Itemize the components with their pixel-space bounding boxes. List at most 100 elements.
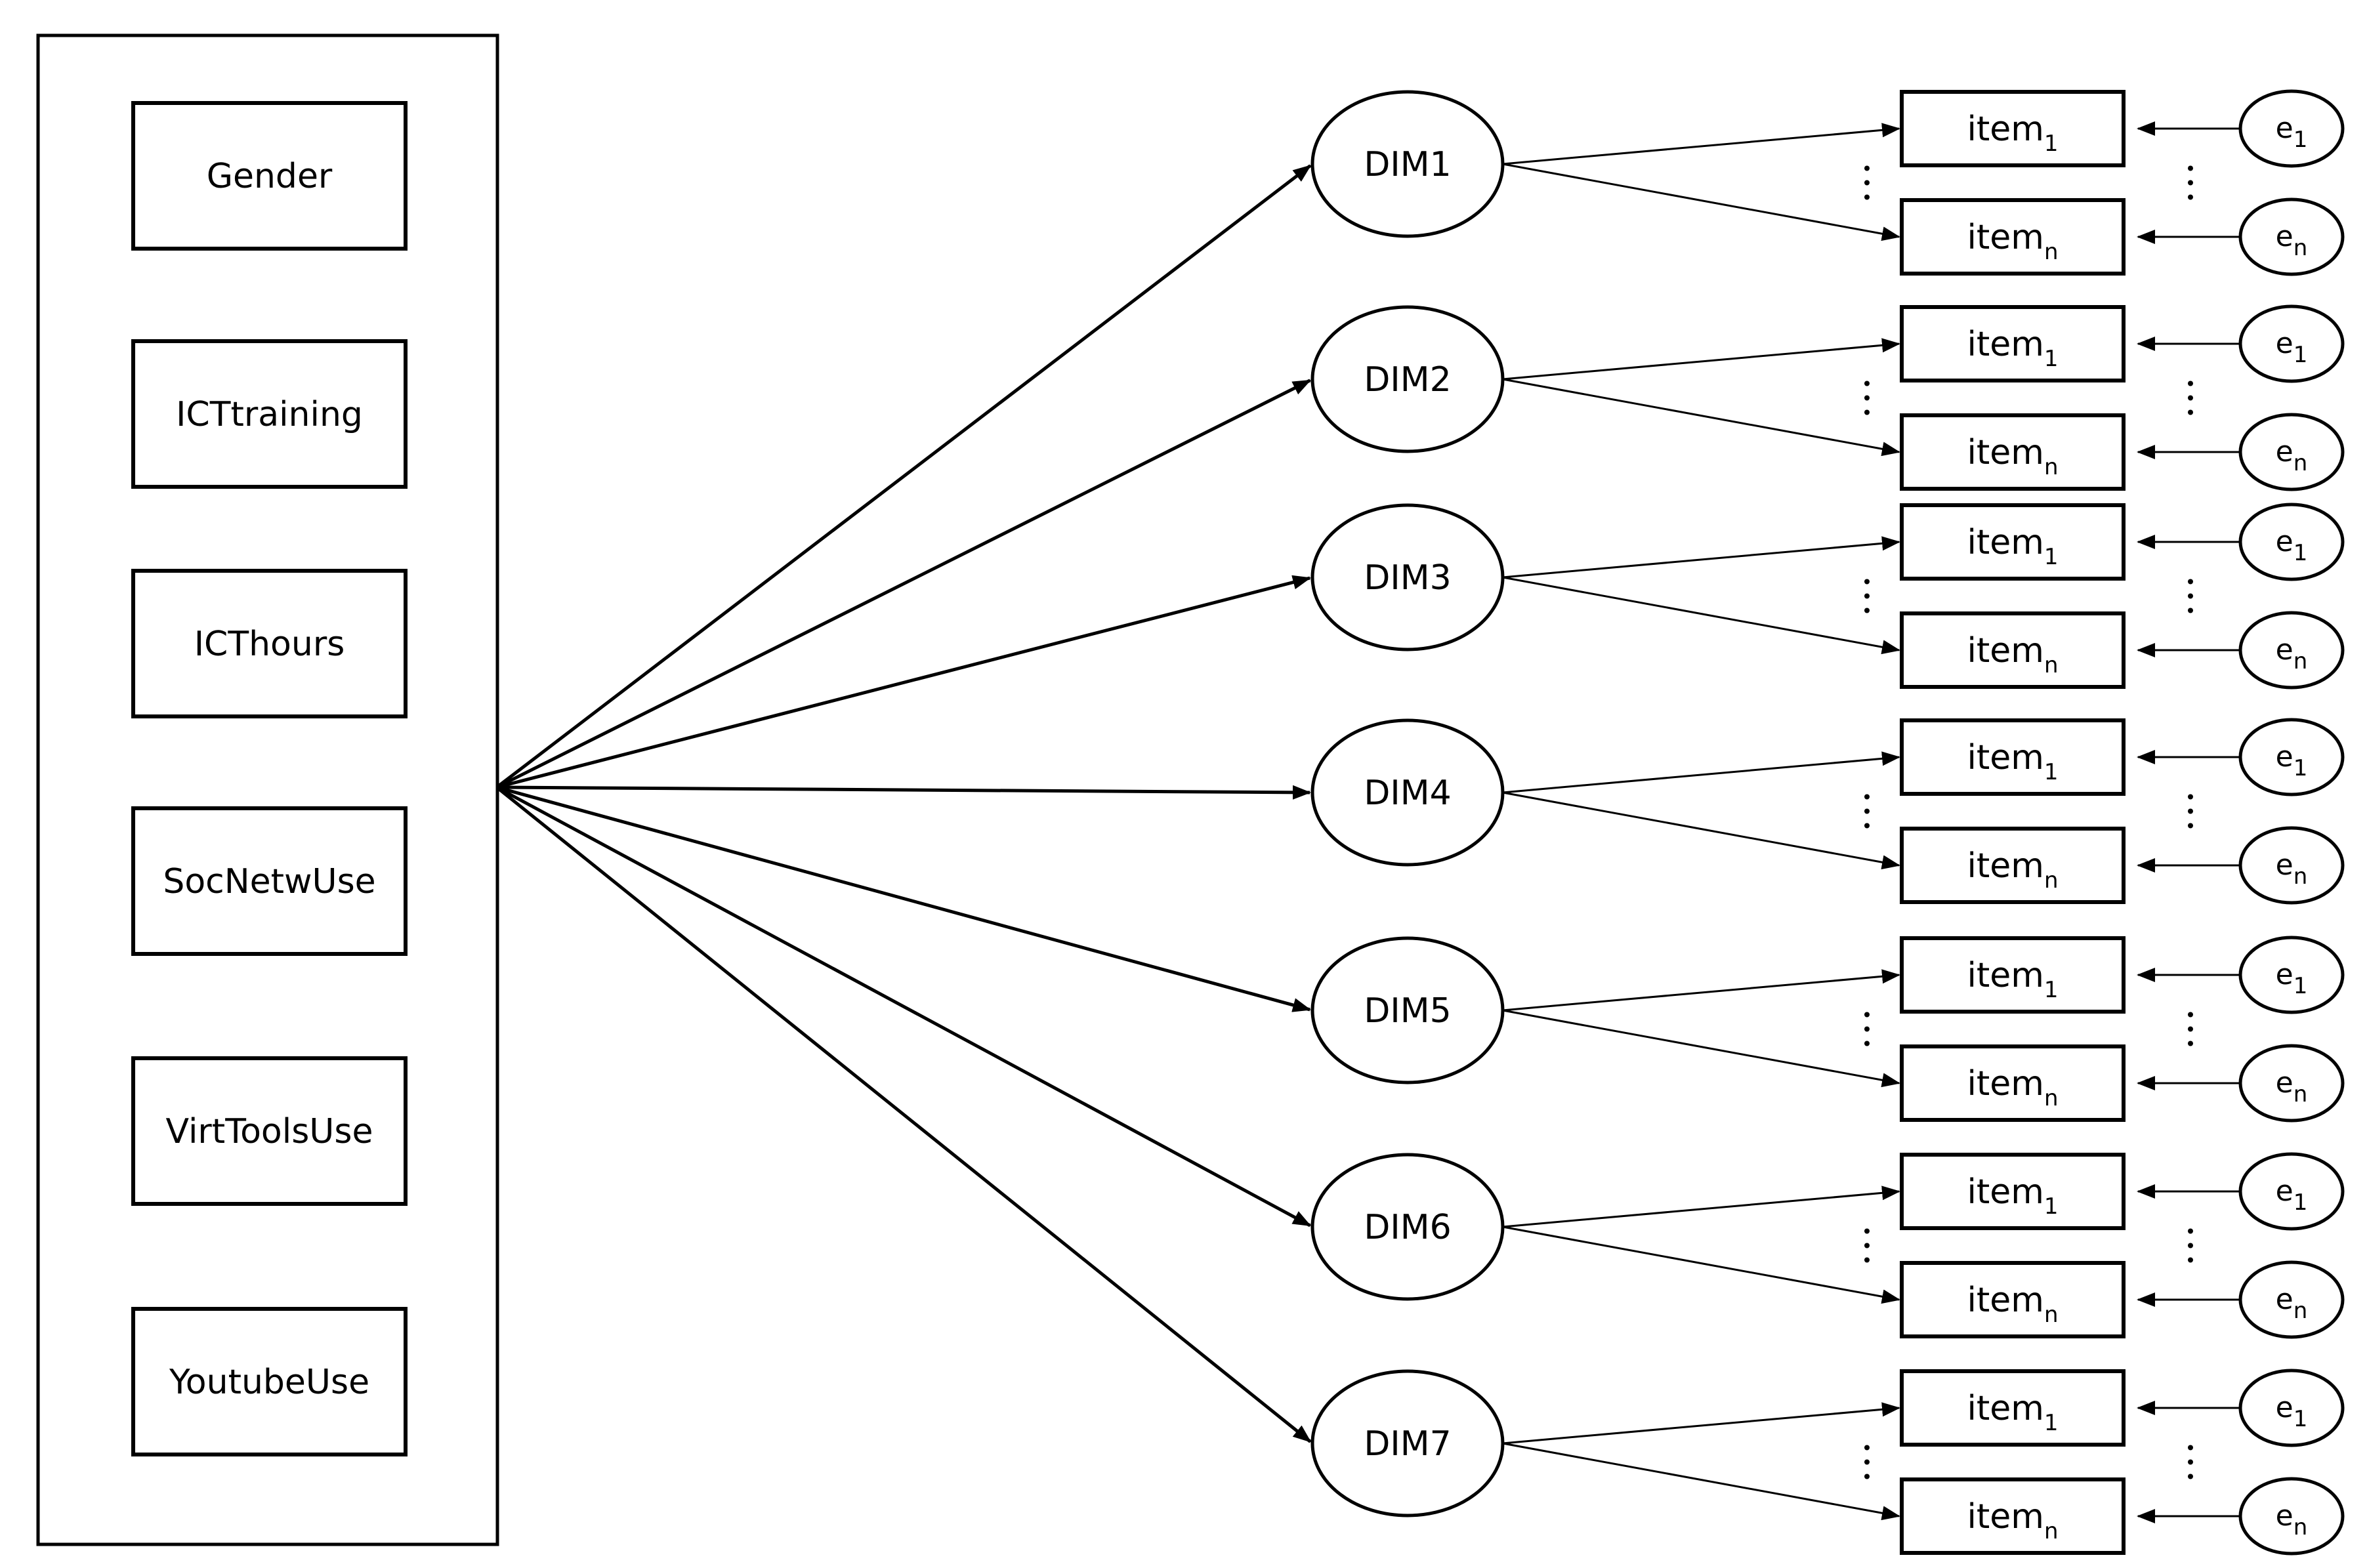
item-last-box xyxy=(1900,1261,2126,1338)
predictor-label: ICThours xyxy=(194,625,345,664)
predictor-virt-tools-use: VirtToolsUse xyxy=(131,1056,408,1206)
path-arrow-to-dim5 xyxy=(496,785,1312,1012)
error-last-label: en xyxy=(2276,633,2308,674)
loading-arrow-first xyxy=(1502,751,1900,794)
predictor-icttraining: ICTtraining xyxy=(131,339,408,489)
loading-arrow-last xyxy=(1502,378,1900,457)
item-first-box xyxy=(1900,1153,2126,1230)
latent-label: DIM3 xyxy=(1364,558,1451,598)
latent-dim2: DIM2 xyxy=(1310,305,1505,453)
latent-label: DIM5 xyxy=(1364,991,1451,1031)
error-last-label: en xyxy=(2276,1499,2308,1540)
predictor-youtube-use: YoutubeUse xyxy=(131,1307,408,1456)
item-last-box xyxy=(1900,413,2126,491)
item-first-box xyxy=(1900,936,2126,1014)
predictor-gender: Gender xyxy=(131,101,408,251)
predictor-label: VirtToolsUse xyxy=(166,1112,373,1151)
predictor-box xyxy=(131,101,408,251)
predictor-group-frame xyxy=(36,33,499,1546)
item-first-label: item1 xyxy=(1967,738,2058,785)
error-last-label: en xyxy=(2276,435,2308,476)
loading-arrow-first xyxy=(1502,1186,1900,1228)
predictor-soc-netw-use: SocNetwUse xyxy=(131,806,408,956)
continuation-dots xyxy=(1864,381,1870,415)
continuation-dots xyxy=(2188,1445,2193,1479)
continuation-dots xyxy=(1864,1445,1870,1479)
predictor-box xyxy=(131,569,408,718)
item-first-box xyxy=(1900,1369,2126,1447)
loading-arrow-last xyxy=(1502,1009,1900,1088)
loading-arrow-first xyxy=(1502,536,1900,579)
predictor-label: Gender xyxy=(207,157,333,196)
item-first-label: item1 xyxy=(1967,110,2058,157)
predictor-box xyxy=(131,1056,408,1206)
loading-arrow-last xyxy=(1502,1226,1900,1304)
error-first-label: e1 xyxy=(2276,740,2308,781)
item-first-box xyxy=(1900,503,2126,581)
item-last-box xyxy=(1900,1044,2126,1122)
continuation-dots xyxy=(2188,381,2193,415)
latent-label: DIM6 xyxy=(1364,1208,1451,1247)
error-last-label: en xyxy=(2276,848,2308,890)
predictor-box xyxy=(131,1307,408,1456)
error-last-label: en xyxy=(2276,1066,2308,1107)
continuation-dots xyxy=(1864,165,1870,200)
error-first-label: e1 xyxy=(2276,1391,2308,1432)
latent-dim5: DIM5 xyxy=(1310,936,1505,1084)
path-arrow-to-dim1 xyxy=(495,164,1312,789)
item-last-label: itemn xyxy=(1967,218,2058,265)
continuation-dots xyxy=(2188,794,2193,829)
loading-arrow-first xyxy=(1502,338,1900,381)
latent-label: DIM1 xyxy=(1364,145,1451,184)
continuation-dots xyxy=(2188,1012,2193,1046)
latent-dim7: DIM7 xyxy=(1310,1369,1505,1517)
error-last-label: en xyxy=(2276,220,2308,261)
indicator-block-dim2: item1 e1 itemn en xyxy=(1502,304,2345,491)
path-arrow-to-dim6 xyxy=(495,785,1312,1228)
continuation-dots xyxy=(2188,579,2193,613)
error-first-label: e1 xyxy=(2276,327,2308,368)
error-first-label: e1 xyxy=(2276,525,2308,566)
continuation-dots xyxy=(1864,1012,1870,1046)
path-arrow-to-dim7 xyxy=(495,786,1312,1443)
predictor-icthours: ICThours xyxy=(131,569,408,718)
item-first-label: item1 xyxy=(1967,1172,2058,1220)
continuation-dots xyxy=(1864,1228,1870,1263)
loading-arrow-last xyxy=(1502,791,1900,870)
item-first-box xyxy=(1900,718,2126,796)
loading-arrow-first xyxy=(1502,123,1900,165)
path-arrow-to-dim4 xyxy=(496,785,1312,800)
indicator-block-dim1: item1 e1 itemn en xyxy=(1502,89,2345,276)
latent-dim3: DIM3 xyxy=(1310,503,1505,651)
loading-arrow-first xyxy=(1502,1402,1900,1445)
continuation-dots xyxy=(2188,1228,2193,1263)
loading-arrow-last xyxy=(1502,576,1900,655)
latent-label: DIM4 xyxy=(1364,774,1451,813)
latent-dim1: DIM1 xyxy=(1310,90,1505,238)
predictor-label: ICTtraining xyxy=(176,395,363,434)
error-first-label: e1 xyxy=(2276,112,2308,153)
item-last-label: itemn xyxy=(1967,433,2058,480)
latent-label: DIM7 xyxy=(1364,1424,1451,1464)
loading-arrow-last xyxy=(1502,1442,1900,1521)
item-last-box xyxy=(1900,198,2126,276)
continuation-dots xyxy=(1864,579,1870,613)
latent-label: DIM2 xyxy=(1364,360,1451,400)
item-last-label: itemn xyxy=(1967,631,2058,678)
item-last-label: itemn xyxy=(1967,1281,2058,1328)
item-last-box xyxy=(1900,1477,2126,1555)
error-first-label: e1 xyxy=(2276,958,2308,999)
path-arrow-to-dim3 xyxy=(496,575,1312,789)
item-first-label: item1 xyxy=(1967,956,2058,1003)
loading-arrow-last xyxy=(1502,163,1900,241)
path-arrow-to-dim2 xyxy=(495,379,1312,789)
error-last-label: en xyxy=(2276,1283,2308,1324)
continuation-dots xyxy=(1864,794,1870,829)
item-first-label: item1 xyxy=(1967,325,2058,372)
